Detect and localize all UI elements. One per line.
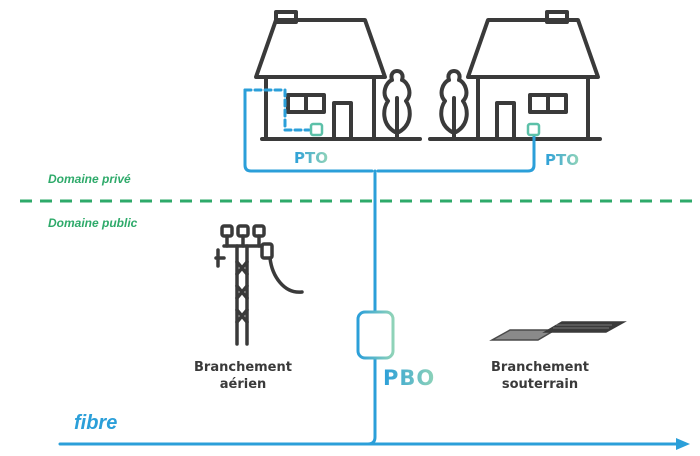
pbo-box-icon: [356, 310, 395, 360]
pto-box-icon: [526, 122, 541, 137]
branchement-aerien-label: Branchement aérien: [183, 359, 303, 393]
branchement-souterrain-line2: souterrain: [501, 377, 579, 392]
pto-left-label: PTO: [294, 149, 328, 167]
branchement-souterrain-label: Branchement souterrain: [480, 359, 600, 393]
arrow-head-icon: [676, 438, 690, 450]
tree-icon: [382, 69, 412, 141]
tree-icon: [439, 69, 469, 141]
manhole-cover-icon: [489, 321, 627, 341]
house-icon: [466, 10, 600, 141]
pto-box-icon: [309, 122, 324, 137]
fibre-label: fibre: [74, 412, 118, 434]
pbo-label: PBO: [383, 366, 436, 390]
house-icon: [254, 10, 387, 141]
domaine-public-label: Domaine public: [48, 216, 138, 230]
pto-right-label: PTO: [545, 151, 579, 169]
branchement-souterrain-line1: Branchement: [491, 360, 589, 375]
branchement-aerien-line1: Branchement: [194, 360, 292, 375]
domaine-prive-label: Domaine privé: [48, 172, 131, 186]
branchement-aerien-line2: aérien: [219, 377, 267, 392]
utility-pole-icon: [214, 224, 304, 346]
fiber-route: [58, 88, 680, 446]
